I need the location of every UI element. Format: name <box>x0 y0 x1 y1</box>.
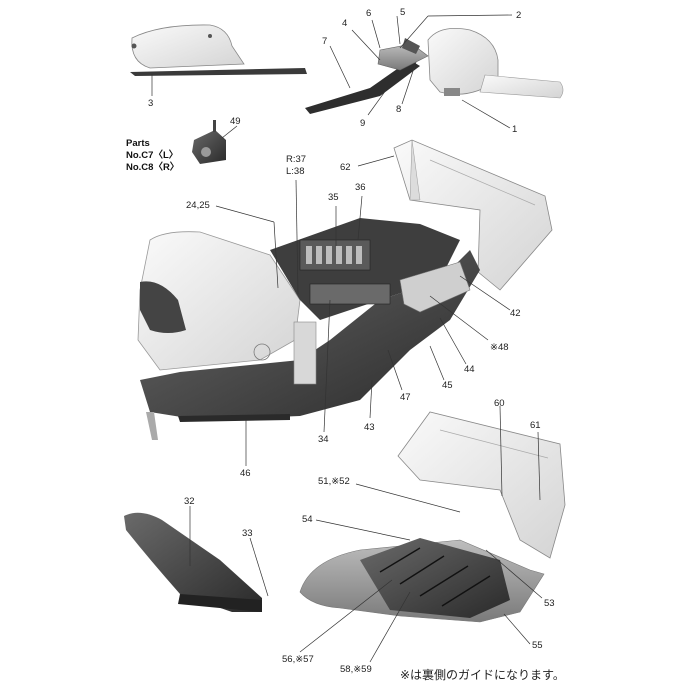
label-56-57: 56,※57 <box>282 654 314 665</box>
label-1: 1 <box>512 124 517 135</box>
label-61: 61 <box>530 420 541 431</box>
label-3: 3 <box>148 98 153 109</box>
label-48: ※48 <box>490 342 509 353</box>
label-9: 9 <box>360 118 365 129</box>
part-60-lower-wing <box>397 411 566 559</box>
leader-lines <box>151 14 543 663</box>
label-49: 49 <box>230 116 241 127</box>
part-62-rear-wing <box>393 139 553 291</box>
label-32: 32 <box>184 496 195 507</box>
label-l38: L:38 <box>286 166 305 177</box>
label-62: 62 <box>340 162 351 173</box>
part-54-diffuser <box>299 538 545 623</box>
parts-c8: No.C8〈R〉 <box>126 161 179 173</box>
part-49-bracket <box>192 120 226 164</box>
label-45: 45 <box>442 380 453 391</box>
part-3-cowl <box>130 24 307 76</box>
label-60: 60 <box>494 398 505 409</box>
label-33: 33 <box>242 528 253 539</box>
parts-title: Parts <box>126 138 150 149</box>
part-labels: 3 5 6 2 4 7 9 8 1 49 Parts No.C7〈L〉 No.C… <box>126 7 555 675</box>
label-55: 55 <box>532 640 543 651</box>
label-36: 36 <box>355 182 366 193</box>
label-34: 34 <box>318 434 329 445</box>
label-44: 44 <box>464 364 475 375</box>
part-7-arm <box>305 38 429 114</box>
label-35: 35 <box>328 192 339 203</box>
label-8: 8 <box>396 104 401 115</box>
label-24-25: 24,25 <box>186 200 210 211</box>
parts-c7: No.C7〈L〉 <box>126 149 178 161</box>
label-6: 6 <box>366 8 371 19</box>
label-54: 54 <box>302 514 313 525</box>
label-7: 7 <box>322 36 327 47</box>
label-47: 47 <box>400 392 411 403</box>
label-42: 42 <box>510 308 521 319</box>
part-32-fin <box>124 512 262 612</box>
label-43: 43 <box>364 422 375 433</box>
footnote: ※は裏側のガイドになります。 <box>400 668 565 682</box>
label-51-52: 51,※52 <box>318 476 350 487</box>
label-2: 2 <box>516 10 521 21</box>
label-58-59: 58,※59 <box>340 664 372 675</box>
part-1-rear-cover <box>427 27 564 99</box>
label-53: 53 <box>544 598 555 609</box>
label-r37: R:37 <box>286 154 306 165</box>
label-4: 4 <box>342 18 347 29</box>
main-body-assembly <box>137 218 480 440</box>
label-46: 46 <box>240 468 251 479</box>
label-5: 5 <box>400 7 405 18</box>
